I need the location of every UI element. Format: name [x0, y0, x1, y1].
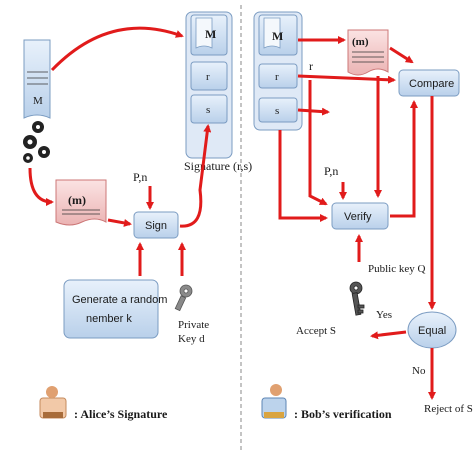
private-key-line1: Private [178, 319, 209, 331]
alice-pn-label: P,n [133, 170, 147, 184]
verify-box: Verify [331, 202, 389, 230]
bob-person-icon [261, 384, 287, 419]
alice-hash-label: (m) [68, 193, 86, 207]
random-generator-box: Generate a random nember k [63, 279, 167, 339]
bob-legend: : Bob’s verification [294, 407, 392, 421]
bob-r-label: r [309, 59, 313, 73]
alice-sig-s: s [206, 104, 210, 116]
alice-sig-r: r [206, 71, 210, 83]
bob-arrows [278, 36, 436, 400]
accept-label: Accept S [296, 325, 336, 337]
alice-signature-stack: M r s [185, 11, 233, 159]
alice-person-icon [39, 386, 67, 419]
reject-label: Reject of S [424, 403, 473, 415]
alice-legend: : Alice’s Signature [74, 407, 168, 421]
equal-node: Equal [407, 311, 457, 349]
alice-sig-m: M [205, 27, 216, 41]
random-label-line2: nember k [86, 313, 132, 325]
bob-hash-scroll: (m) [347, 29, 389, 76]
equal-label: Equal [418, 325, 446, 337]
random-label-line1: Generate a random [72, 294, 167, 306]
public-key-label: Public key Q [368, 263, 425, 275]
public-key-icon [349, 281, 365, 316]
no-label: No [412, 365, 426, 377]
bob-received-stack: M r s [253, 11, 303, 131]
sign-label: Sign [145, 220, 167, 232]
bob-hash-label: (m) [352, 36, 369, 48]
compare-box: Compare [398, 69, 460, 97]
bob-pn-label: P,n [324, 164, 338, 178]
private-key-icon [174, 284, 193, 312]
alice-doc-label: M [33, 95, 43, 107]
compare-label: Compare [409, 78, 454, 90]
alice-message-document: M [23, 39, 51, 119]
alice-arrows [28, 26, 212, 276]
sign-box: Sign [133, 211, 179, 239]
gears-icon [23, 121, 50, 163]
private-key-line2: Key d [178, 333, 205, 345]
alice-hash-scroll: (m) [55, 179, 107, 226]
verify-label: Verify [344, 211, 372, 223]
yes-label: Yes [376, 309, 392, 321]
bob-doc-s: s [275, 105, 279, 117]
bob-doc-m: M [272, 29, 283, 43]
bob-doc-r: r [275, 71, 279, 83]
signature-label: Signature (r,s) [184, 159, 252, 173]
